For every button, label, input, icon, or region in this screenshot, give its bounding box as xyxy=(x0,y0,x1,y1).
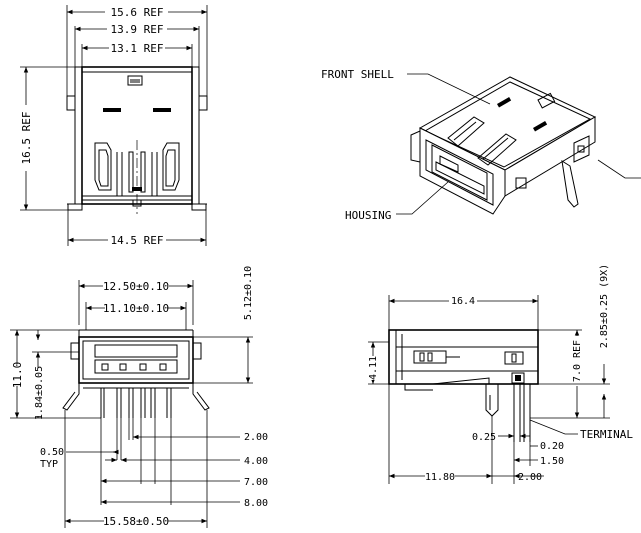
dim-pin-7: 7.00 xyxy=(244,477,268,488)
dim-inner-ref: 13.9 REF xyxy=(111,23,164,36)
dim-length: 16.4 xyxy=(451,296,475,307)
dim-pin-spacing: 2.00 xyxy=(518,472,542,483)
dim-height-ref: 16.5 REF xyxy=(20,112,33,165)
dim-pin-thickness: 0.25 xyxy=(472,432,496,443)
dim-width-ref: 15.6 REF xyxy=(111,6,164,19)
dim-slot-ref: 13.1 REF xyxy=(111,42,164,55)
dim-base-width: 15.58±0.50 xyxy=(103,515,169,528)
label-terminal: TERMINAL xyxy=(580,428,633,441)
top-view: 15.6 REF 13.9 REF 13.1 REF xyxy=(18,5,208,247)
label-front-shell: FRONT SHELL xyxy=(321,68,394,81)
dim-total-height: 11.0 xyxy=(11,362,24,389)
label-housing: HOUSING xyxy=(345,209,391,222)
dim-pin-8: 8.00 xyxy=(244,498,268,509)
dim-outer-width: 12.50±0.10 xyxy=(103,280,169,293)
dim-pitch: 1.50 xyxy=(540,456,564,467)
dim-front-to-pin: 11.80 xyxy=(425,472,455,483)
dim-pin-2: 2.00 xyxy=(244,432,268,443)
front-view: 12.50±0.10 11.10±0.10 xyxy=(10,266,268,528)
dim-top-height: 5.12±0.10 xyxy=(243,266,254,320)
dim-height-ref: 7.0 REF xyxy=(572,340,583,382)
dim-pin-width: 0.50 xyxy=(40,447,64,458)
dim-pin-4: 4.00 xyxy=(244,456,268,467)
dim-offset: 4.11 xyxy=(368,356,379,380)
isometric-view: FRONT SHELL HOUSING xyxy=(321,68,641,222)
dim-gap: 0.20 xyxy=(540,441,564,452)
side-view: 16.4 4.11 xyxy=(365,262,633,484)
dim-pin-width-note: TYP xyxy=(40,459,58,470)
dim-base-ref: 14.5 REF xyxy=(111,234,164,247)
dim-bottom-offset: 1.84±0.05 xyxy=(34,366,45,420)
dim-inner-width: 11.10±0.10 xyxy=(103,302,169,315)
dim-pin-height: 2.85±0.25 (9X) xyxy=(599,264,610,348)
